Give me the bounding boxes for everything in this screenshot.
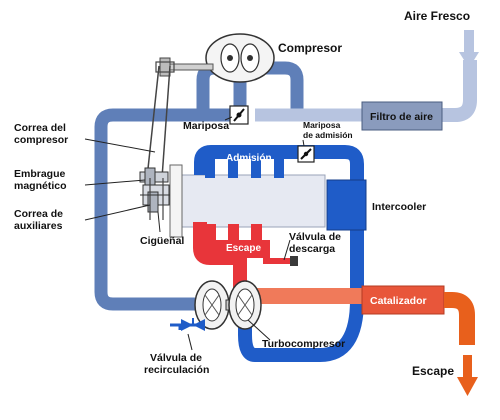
air-filter-box <box>361 101 443 131</box>
label-admision: Admisión <box>226 153 272 164</box>
turbocharger <box>194 280 262 330</box>
label-escape-out: Escape <box>412 364 454 378</box>
label-correa-auxiliares-2: auxiliares <box>14 220 63 232</box>
exhaust-outlet-pipe <box>444 292 475 345</box>
compressor-pulley <box>159 57 171 77</box>
compressor-drive-shaft <box>164 63 214 71</box>
label-valvula-recirculacion-1: Válvula de <box>150 352 202 364</box>
label-escape-manifold: Escape <box>226 243 261 254</box>
label-valvula-descarga-1: Válvula de <box>289 231 341 243</box>
intake-throttle-valve <box>297 145 315 163</box>
fresh-air-inlet-pipe <box>442 60 477 122</box>
label-correa-compresor-1: Correa del <box>14 122 66 134</box>
compressor-belt <box>146 61 175 179</box>
throttle-valve-main <box>229 105 249 125</box>
label-valvula-descarga-2: descarga <box>289 243 335 255</box>
label-mariposa-admision-1: Mariposa <box>303 120 341 130</box>
label-filtro-de-aire: Filtro de aire <box>370 111 433 123</box>
label-correa-compresor-2: compresor <box>14 134 68 146</box>
label-ciguenal: Cigüeñal <box>140 235 184 247</box>
label-compresor: Compresor <box>278 41 342 55</box>
label-intercooler: Intercooler <box>372 201 426 213</box>
crankshaft-pulleys <box>140 184 170 213</box>
label-turbocompresor: Turbocompresor <box>262 338 345 350</box>
fresh-air-arrow <box>459 30 479 68</box>
supercharger-compressor <box>205 33 275 83</box>
label-valvula-recirculacion-2: recirculación <box>144 364 209 376</box>
label-catalizador: Catalizador <box>370 295 427 307</box>
label-mariposa: Mariposa <box>183 120 229 132</box>
intake-manifold-runners <box>205 158 284 178</box>
recirculation-valve <box>181 318 205 331</box>
exhaust-manifold-runners <box>200 224 270 258</box>
auxiliary-belt <box>149 178 164 220</box>
label-embrague-1: Embrague <box>14 168 66 180</box>
exhaust-outlet-arrow <box>457 355 478 396</box>
label-mariposa-admision-2: de admisión <box>303 130 353 140</box>
wastegate-valve <box>263 256 298 266</box>
label-embrague-2: magnético <box>14 180 67 192</box>
catalyst-box <box>361 285 445 315</box>
label-correa-auxiliares-1: Correa de <box>14 208 63 220</box>
engine-front-plate <box>169 164 183 238</box>
engine-block <box>169 174 326 228</box>
intercooler <box>326 179 367 231</box>
compressor-outlet-pipe <box>94 108 240 311</box>
leader-lines <box>84 116 305 351</box>
label-aire-fresco: Aire Fresco <box>404 9 470 23</box>
